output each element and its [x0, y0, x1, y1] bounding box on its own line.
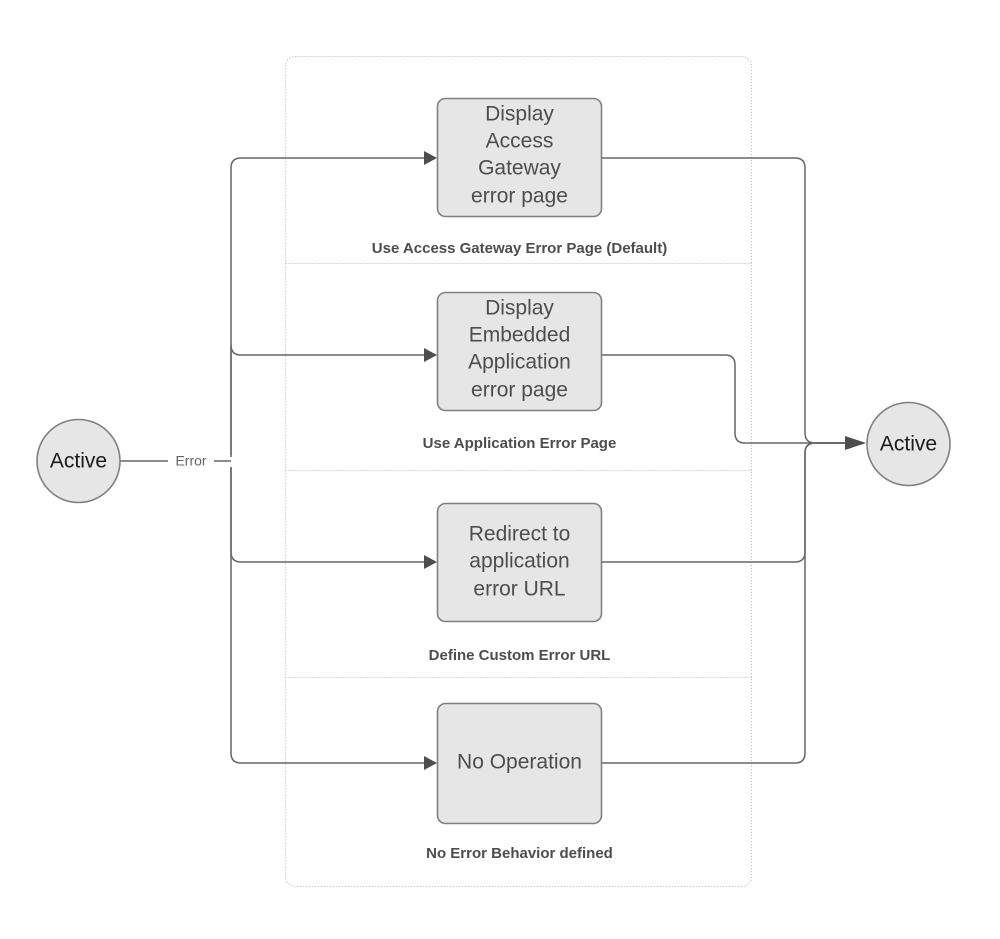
action-node-no-operation[interactable] [436, 702, 603, 825]
edge-branch-to-lane1 [230, 157, 424, 455]
edge-branch-to-lane3 [230, 467, 424, 563]
action-label-line: Access [486, 130, 554, 153]
arrowhead-lane3 [424, 555, 437, 569]
action-label-line: Application [468, 351, 571, 374]
edge-branch-to-lane2 [230, 344, 424, 457]
state-node-active-end[interactable] [866, 401, 951, 487]
action-label-line: Redirect to [469, 523, 571, 546]
edge-lane4-to-end [602, 442, 845, 764]
edge-label-backdrop [168, 452, 214, 470]
action-label-line: Display [485, 103, 554, 126]
action-label-line: No Operation [457, 751, 582, 774]
lane-title-application: Use Application Error Page [423, 435, 617, 452]
action-label-line: error page [471, 379, 568, 402]
edge-lane2-to-end [602, 354, 845, 444]
edge-lane1-to-end [602, 157, 845, 444]
arrowhead-lane2 [424, 348, 437, 362]
state-label-active-end: Active [880, 433, 937, 456]
arrowhead-lane4 [424, 756, 437, 770]
action-label-line: Display [485, 297, 554, 320]
lane-title-custom-url: Define Custom Error URL [429, 647, 611, 664]
edge-branch-to-lane4 [230, 467, 424, 764]
arrowhead-end-state [845, 436, 866, 450]
state-node-active-start[interactable] [36, 418, 121, 504]
arrowhead-lane1 [424, 151, 437, 165]
action-node-redirect-to-application-error-url[interactable] [436, 502, 603, 623]
action-label-line: application [469, 550, 569, 573]
action-node-display-access-gateway-error-page[interactable] [436, 97, 603, 218]
lane-title-no-behavior: No Error Behavior defined [426, 845, 613, 862]
state-label-active-start: Active [50, 450, 107, 473]
action-label-line: Embedded [469, 324, 571, 347]
lane-title-default: Use Access Gateway Error Page (Default) [372, 240, 667, 257]
action-label-line: error page [471, 185, 568, 208]
edge-lane3-to-end [602, 442, 845, 563]
action-node-display-embedded-application-error-page[interactable] [436, 291, 603, 412]
action-label-line: Gateway [478, 157, 561, 180]
action-label-line: error URL [473, 578, 565, 601]
error-behavior-container [284, 55, 753, 888]
edge-label-error: Error [175, 453, 206, 469]
